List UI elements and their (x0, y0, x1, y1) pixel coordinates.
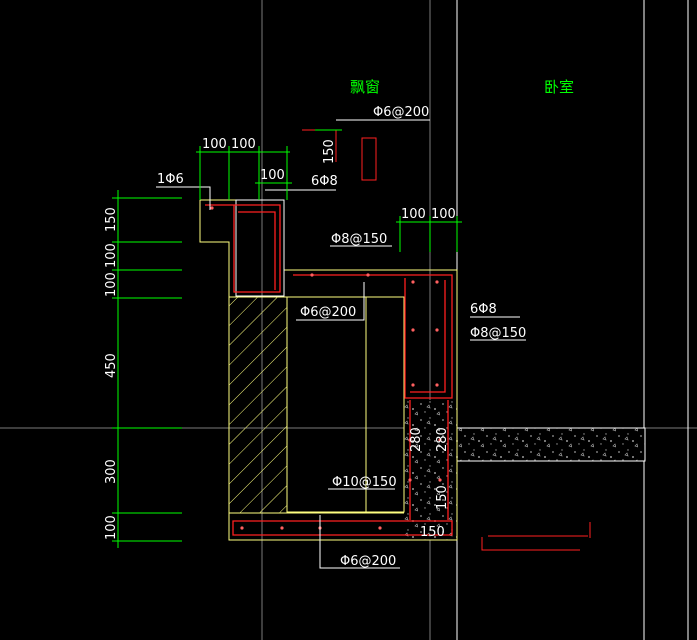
dim-wall-280a: 280 (409, 427, 424, 452)
label-corner-bar: 1Φ6 (157, 172, 184, 187)
dim-left-150: 150 (104, 207, 119, 232)
label-wall-bars: 6Φ8 (470, 302, 497, 317)
column-bar (238, 211, 276, 290)
inner-void-edge (366, 296, 405, 513)
dim-left-100b: 100 (104, 272, 119, 297)
floor-slab (456, 427, 646, 462)
column-stirrup (205, 204, 281, 293)
dim-top-left-2: 100 (231, 137, 256, 152)
dim-right-150: 150 (435, 485, 450, 510)
slab-rebar (293, 274, 453, 399)
room-label-bay-window: 飘窗 (350, 78, 380, 96)
dim-left-100a: 100 (104, 243, 119, 268)
rebar-dots (210, 206, 442, 530)
dim-left-300: 300 (104, 459, 119, 484)
legend-bar (361, 137, 377, 181)
window-frame (235, 199, 285, 297)
label-slab-bar: Φ8@150 (331, 232, 387, 247)
room-label-bedroom: 卧室 (544, 78, 574, 96)
wall-lines (456, 0, 689, 640)
dim-left-100c: 100 (104, 515, 119, 540)
dim-top-left-1: 100 (202, 137, 227, 152)
masonry-hatch (228, 296, 288, 514)
dim-wall-280b: 280 (435, 427, 450, 452)
label-inner-bar: Φ6@200 (300, 305, 356, 320)
label-bottom-bar: Φ10@150 (332, 475, 397, 490)
label-top-bar: Φ6@200 (373, 105, 429, 120)
label-four-bars: 6Φ8 (311, 174, 338, 189)
label-base-bar: Φ6@200 (340, 554, 396, 569)
dim-top-right-1: 100 (401, 207, 426, 222)
dim-left-450: 450 (104, 353, 119, 378)
rebar-lines (205, 129, 591, 551)
base-rebar (232, 520, 453, 536)
dimension-lines (112, 129, 462, 548)
legend-bar (481, 537, 580, 551)
label-wall-stirrup: Φ8@150 (470, 326, 526, 341)
dim-bottom-150: 150 (420, 525, 445, 540)
dim-top-right-2: 100 (431, 207, 456, 222)
dim-top-center: 100 (260, 168, 285, 183)
dim-small-150: 150 (322, 139, 337, 164)
wall-rebar (410, 280, 446, 393)
wall-concrete (404, 400, 457, 540)
leader-lines (156, 119, 526, 569)
